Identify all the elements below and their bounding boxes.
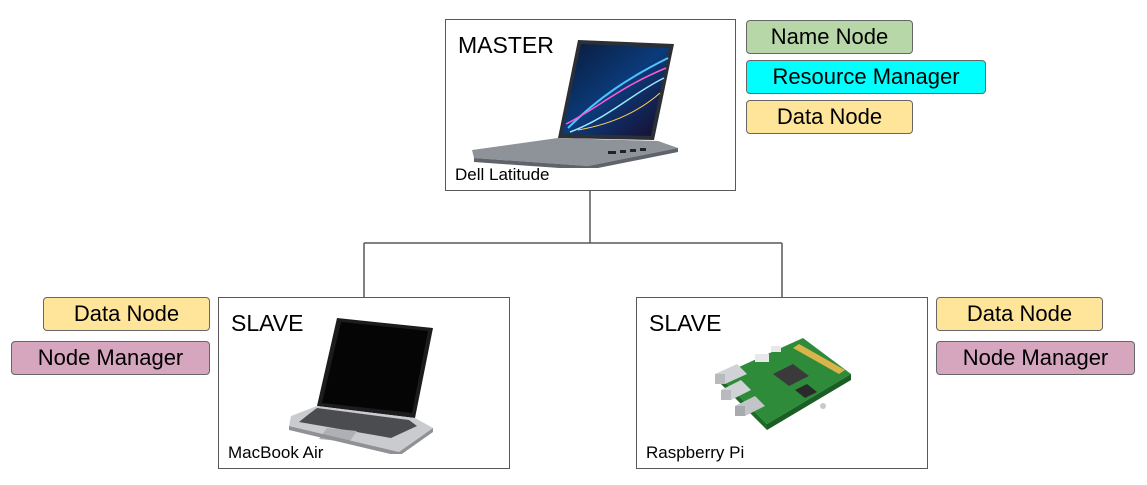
slave-left-data-node-badge: Data Node bbox=[43, 297, 210, 331]
raspberry-pi-icon bbox=[715, 338, 851, 430]
slave-left-node-manager-badge: Node Manager bbox=[11, 341, 210, 375]
slave-right-node-manager-badge: Node Manager bbox=[936, 341, 1135, 375]
slave-right-node-box: SLAVE Raspberry Pi bbox=[636, 297, 928, 469]
master-device-label: Dell Latitude bbox=[455, 165, 550, 184]
slave-right-data-node-badge: Data Node bbox=[936, 297, 1103, 331]
macbook-icon bbox=[289, 318, 433, 454]
slave-left-role-title: SLAVE bbox=[231, 310, 304, 336]
master-data-node-badge: Data Node bbox=[746, 100, 913, 134]
slave-left-node-box: SLAVE MacBook Air bbox=[218, 297, 510, 469]
dell-laptop-icon bbox=[472, 40, 678, 168]
master-role-title: MASTER bbox=[458, 32, 554, 58]
name-node-badge: Name Node bbox=[746, 20, 913, 54]
slave-right-role-title: SLAVE bbox=[649, 310, 722, 336]
slave-right-device-label: Raspberry Pi bbox=[646, 443, 745, 462]
master-node-box: MASTER Dell Latitude bbox=[445, 19, 736, 191]
resource-manager-badge: Resource Manager bbox=[746, 60, 986, 94]
slave-left-device-label: MacBook Air bbox=[228, 443, 324, 462]
